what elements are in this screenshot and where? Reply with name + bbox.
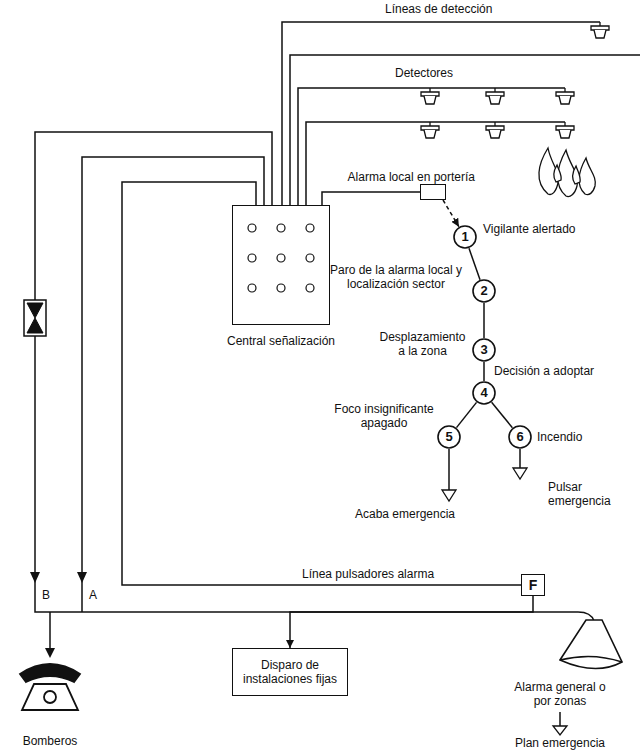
flame: [573, 166, 580, 184]
node-text: F: [529, 578, 538, 592]
arrowhead: [30, 572, 40, 583]
lamp: [277, 224, 285, 232]
arrowheads: [30, 572, 87, 658]
transmitter-symbol: [24, 300, 46, 336]
telephone-symbol: [20, 664, 80, 710]
connector: [469, 248, 480, 279]
step-circle: 3: [472, 338, 496, 362]
arrowhead: [77, 572, 87, 583]
connector: [322, 192, 420, 205]
detector-symbol: [421, 88, 439, 104]
node-heading: Alarma local en portería: [348, 170, 475, 184]
detection-lines: [282, 22, 640, 205]
step-number: 2: [480, 284, 487, 298]
arrowhead: [45, 648, 55, 658]
step-circle: 2: [472, 279, 496, 303]
line-b-and-bus: [35, 132, 594, 621]
detector-symbol: [591, 22, 609, 38]
connector: [122, 182, 521, 585]
detection-line: [290, 55, 640, 205]
detectors: [421, 22, 609, 138]
arrowhead: [553, 726, 567, 735]
connector-label: Línea pulsadores alarma: [300, 567, 436, 581]
diagram-label: Foco insignificante apagado: [325, 402, 443, 430]
connector: [443, 200, 459, 227]
output-lines: [35, 132, 594, 728]
diagram-label: A: [89, 588, 97, 602]
step-number: 5: [445, 430, 452, 444]
central-lamps: [248, 224, 314, 292]
diagram-label: Desplazamiento a la zona: [375, 330, 470, 358]
end-arrow: [448, 449, 450, 492]
connector: [456, 402, 476, 427]
diagram-label: Alarma general o por zonas: [505, 680, 615, 708]
connector: [492, 402, 513, 427]
connector: [483, 303, 485, 338]
detector-symbol: [421, 122, 439, 138]
step-circle: 6: [508, 425, 532, 449]
diagram-label: B: [42, 588, 50, 602]
detector-symbol: [556, 122, 574, 138]
flame: [579, 158, 595, 195]
push-button-box: F: [521, 574, 545, 596]
diagram-label: Pulsar emergencia: [548, 480, 620, 508]
lamp: [306, 284, 314, 292]
node-heading: Central señalización: [227, 334, 335, 348]
siren-symbol: [560, 620, 622, 669]
flame: [554, 165, 561, 182]
lamp: [306, 224, 314, 232]
diagram-label: Líneas de detección: [385, 2, 492, 16]
control-panel: Central señalización: [232, 205, 330, 325]
diagram-label: Detectores: [395, 66, 453, 80]
diagram-label: Acaba emergencia: [350, 507, 460, 521]
arrowhead: [442, 490, 456, 501]
arrowhead: [513, 468, 527, 479]
local-alarm-box: Alarma local en portería: [420, 184, 446, 200]
node-text: Disparo de instalaciones fijas: [237, 658, 343, 686]
lamp: [248, 254, 256, 262]
connector: [483, 362, 485, 381]
detection-line: [298, 88, 565, 205]
process-box: Disparo de instalaciones fijas: [232, 648, 348, 696]
lamp: [248, 284, 256, 292]
lamp: [306, 254, 314, 262]
step-circle: 4: [472, 381, 496, 405]
lamp: [277, 284, 285, 292]
diagram-label: Incendio: [537, 430, 582, 444]
push-arrow: [519, 449, 521, 470]
firefighters-arrow: [49, 612, 51, 650]
fire-flames: [539, 148, 595, 197]
detection-line: [306, 122, 565, 205]
step-number: 6: [516, 430, 523, 444]
detector-symbol: [486, 122, 504, 138]
line-a: [82, 157, 264, 612]
diagram-label: Bomberos: [15, 734, 85, 748]
detector-symbol: [556, 88, 574, 104]
step-number: 4: [480, 386, 487, 400]
step-circle: 5: [437, 425, 461, 449]
lamp: [277, 254, 285, 262]
step-number: 1: [461, 230, 468, 244]
connector: [290, 596, 533, 648]
step-circle: 1: [453, 225, 477, 249]
diagram-label: Decisión a adoptar: [494, 364, 594, 378]
step-number: 3: [480, 343, 487, 357]
diagram-label: Paro de la alarma local y localización s…: [326, 263, 466, 291]
detection-line: [282, 22, 600, 205]
diagram-label: Plan emergencia: [505, 736, 615, 750]
diagram-label: Vigilante alertado: [483, 222, 576, 236]
lamp: [248, 224, 256, 232]
detector-symbol: [486, 88, 504, 104]
